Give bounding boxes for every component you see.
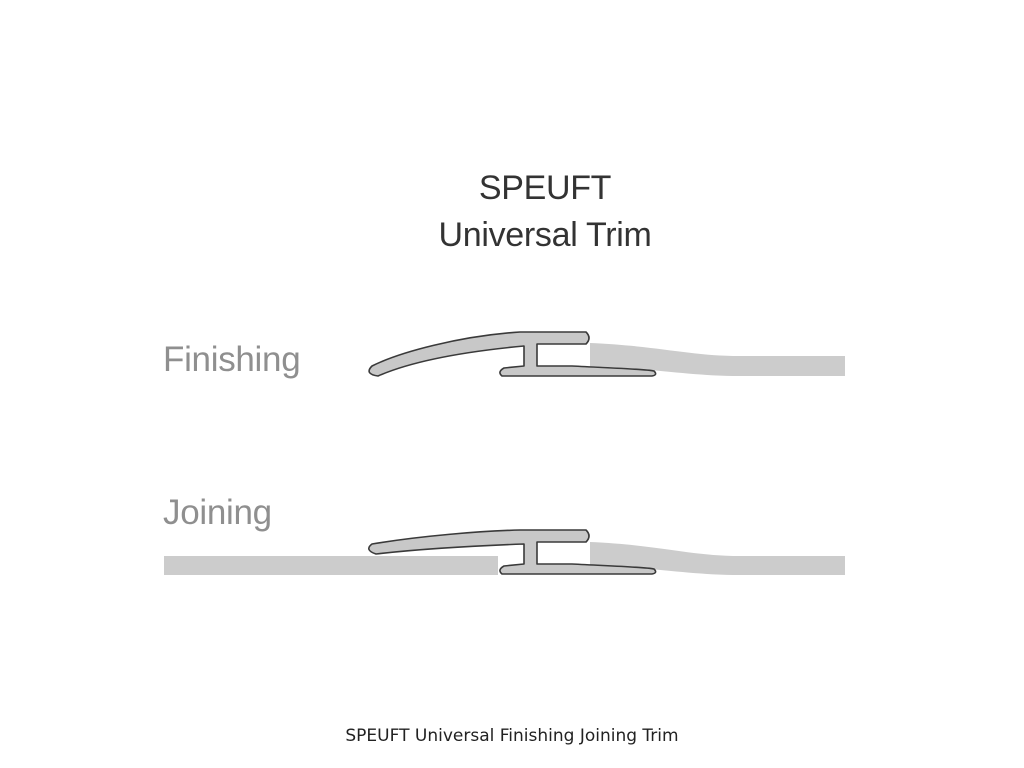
diagram-title: SPEUFT Universal Trim [400, 166, 690, 260]
joining-right-floor-board [590, 542, 845, 575]
label-finishing: Finishing [163, 340, 301, 379]
finishing-floor-board [590, 343, 845, 376]
finishing-illustration [368, 331, 845, 377]
joining-illustration [164, 529, 845, 575]
title-product-name: Universal Trim [438, 216, 652, 254]
finishing-trim-profile [368, 331, 657, 377]
label-joining: Joining [163, 493, 272, 532]
joining-left-floor-board [164, 556, 498, 575]
joining-trim-profile [368, 529, 657, 575]
title-product-code: SPEUFT [478, 169, 612, 207]
figure-caption: SPEUFT Universal Finishing Joining Trim [345, 726, 679, 746]
